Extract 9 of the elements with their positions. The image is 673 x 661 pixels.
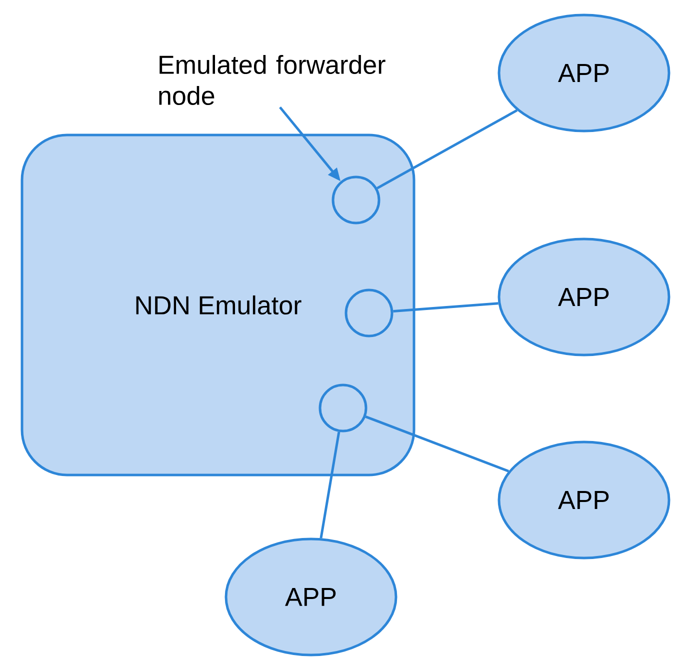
connector-line bbox=[393, 302, 498, 312]
forwarder-circle bbox=[344, 288, 394, 338]
forwarder-circle bbox=[318, 384, 368, 432]
connector-line bbox=[376, 109, 518, 190]
annotation-text: Emulated forwarder node bbox=[159, 54, 386, 106]
connector-line bbox=[320, 432, 340, 538]
connector-line bbox=[365, 415, 510, 472]
emulator-box: NDN Emulator bbox=[20, 134, 416, 476]
forwarder-circle bbox=[332, 176, 380, 224]
